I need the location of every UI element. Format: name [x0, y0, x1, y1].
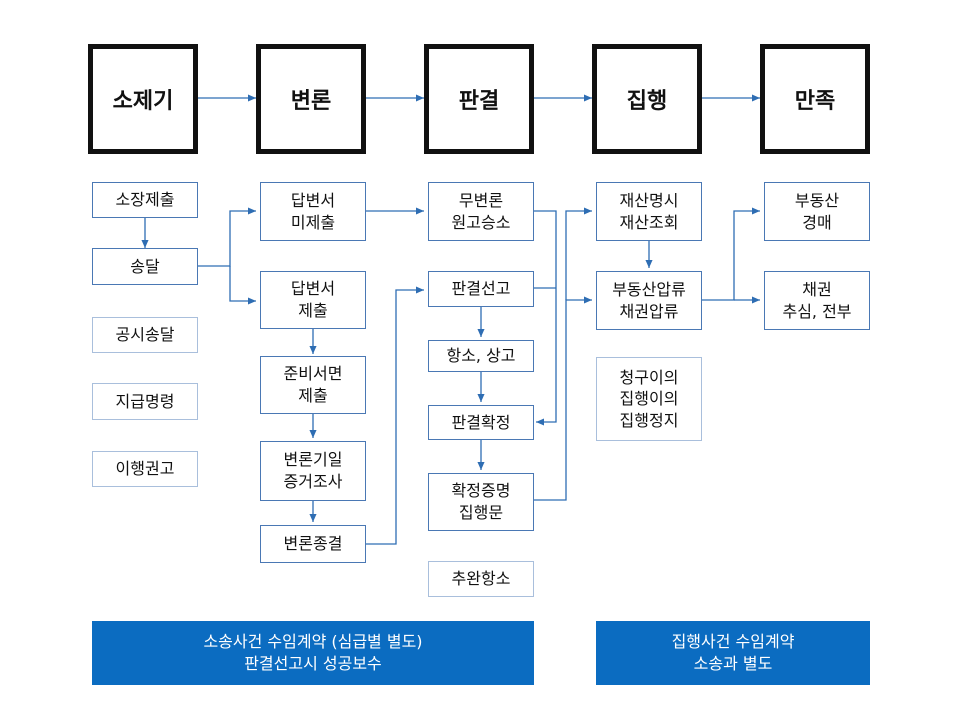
node-service: 송달 — [92, 248, 198, 285]
node-closing-argument: 변론종결 — [260, 525, 366, 563]
stage-filing: 소제기 — [88, 44, 198, 154]
stage-judgment: 판결 — [424, 44, 534, 154]
banner-execution-contract: 집행사건 수임계약 소송과 별도 — [596, 621, 870, 685]
arrow-seizure-to-auction — [702, 207, 760, 301]
node-answer-submitted: 답변서 제출 — [260, 271, 366, 329]
node-seizure: 부동산압류 채권압류 — [596, 271, 702, 330]
node-certificate-writ: 확정증명 집행문 — [428, 473, 534, 531]
arrow-certificate-to-disclosure — [565, 207, 592, 300]
node-appeal: 항소, 상고 — [428, 340, 534, 372]
banner-litigation-contract: 소송사건 수임계약 (심급별 별도) 판결선고시 성공보수 — [92, 621, 534, 685]
node-judgment-final: 판결확정 — [428, 405, 534, 440]
node-preparatory-brief: 준비서면 제출 — [260, 356, 366, 414]
node-hearing-evidence: 변론기일 증거조사 — [260, 441, 366, 501]
node-no-answer: 답변서 미제출 — [260, 182, 366, 241]
arrow-service-to-answer — [229, 266, 256, 305]
node-performance-recommendation: 이행권고 — [92, 451, 198, 487]
arrow-certificate-to-seizure — [534, 296, 592, 501]
node-claim-collection: 채권 추심, 전부 — [764, 271, 870, 330]
node-real-estate-auction: 부동산 경매 — [764, 182, 870, 241]
arrow-service-to-no-answer — [198, 207, 256, 267]
node-public-notice: 공시송달 — [92, 317, 198, 353]
stage-satisfaction: 만족 — [760, 44, 870, 154]
node-subsequent-appeal: 추완항소 — [428, 561, 534, 597]
arrow-default-win-to-final — [534, 210, 557, 426]
node-default-judgment-win: 무변론 원고승소 — [428, 182, 534, 241]
stage-execution: 집행 — [592, 44, 702, 154]
node-judgment-pronounced: 판결선고 — [428, 271, 534, 307]
node-asset-disclosure: 재산명시 재산조회 — [596, 182, 702, 241]
node-objection-suspension: 청구이의 집행이의 집행정지 — [596, 357, 702, 441]
arrow-closing-to-judgment — [366, 286, 424, 545]
stage-pleading: 변론 — [256, 44, 366, 154]
node-payment-order: 지급명령 — [92, 383, 198, 420]
node-complaint-filing: 소장제출 — [92, 182, 198, 218]
